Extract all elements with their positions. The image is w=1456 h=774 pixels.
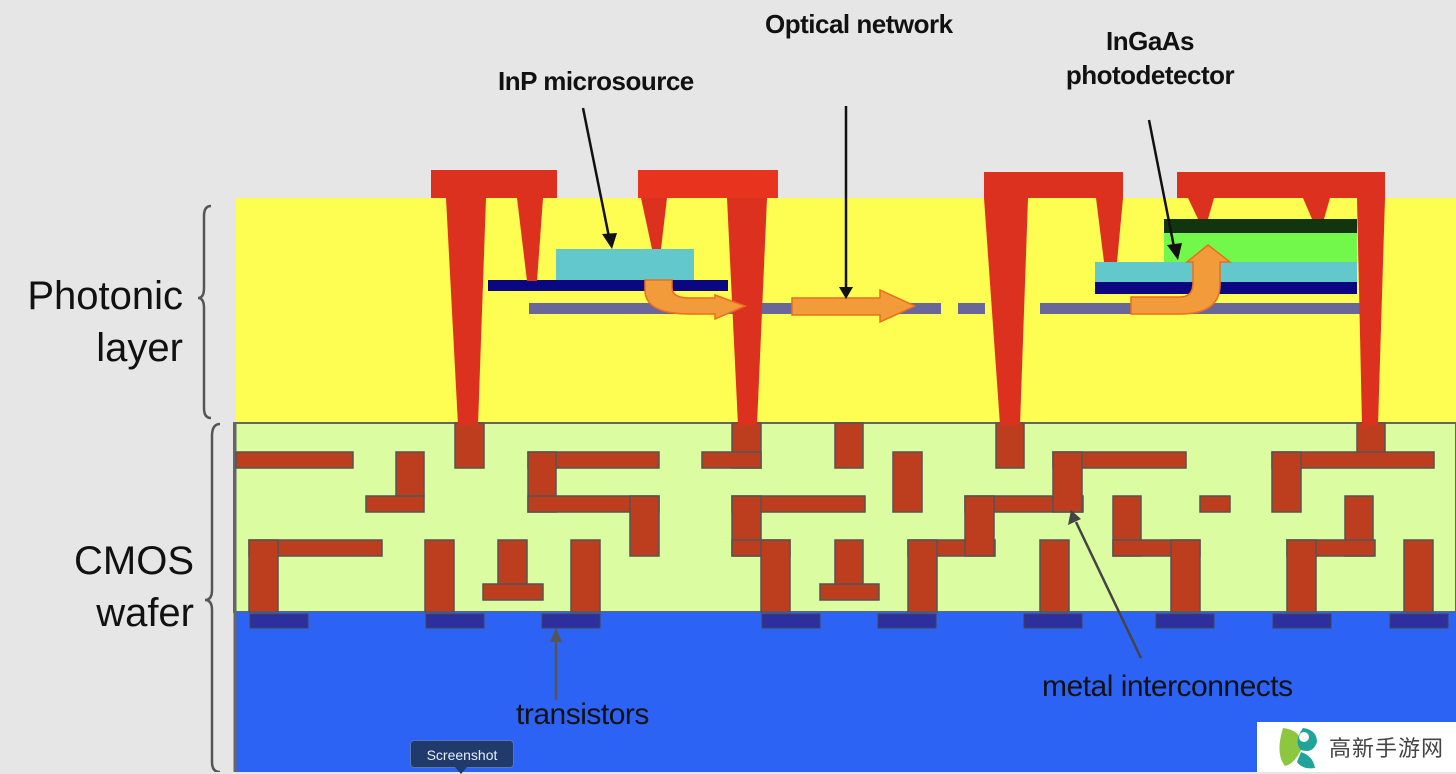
via-group [431,170,1385,425]
transistor-pointer-head [550,628,562,642]
via-short-taper [1303,198,1330,219]
interconnect-segment [964,495,995,557]
interconnect-segment [497,539,528,591]
propagation-arrow [791,288,917,324]
interconnect-segment [365,495,425,513]
via-short-taper [641,198,667,249]
inp-pointer-head [602,233,617,249]
interconnect-segment [482,583,544,601]
via-long-taper [446,198,486,425]
interconnect-segment [248,539,279,613]
interconnect-segment [907,539,938,613]
leaf-logo-icon [1279,728,1317,769]
photonic-label-line2: layer [96,326,183,370]
metal-interconnect-group [235,422,1435,613]
interconnect-segment [1199,495,1231,513]
interconnect-segment [1286,539,1317,613]
optical-network-label: Optical network [765,9,953,39]
photodetector-coupler [1095,262,1357,282]
photodetector-top-electrode [1164,219,1357,233]
interconnect-segment [570,539,601,613]
ingaas-pointer-line [1147,119,1176,248]
interconnect-segment [1403,539,1434,613]
ingaas-label-line2: photodetector [1065,60,1235,90]
cmos-wafer-label: CMOS wafer [0,535,194,639]
ingaas-label-line1: InGaAs [1105,26,1195,56]
cmos-label-line2: wafer [96,591,194,635]
inp-pointer-line [581,107,611,238]
absorption-arrow [1130,244,1233,315]
cmos-label-line1: CMOS [74,539,194,583]
interconnect-segment [892,451,923,513]
via-top-pad [431,170,557,198]
transistor-gate [761,613,821,629]
transistor-gate [541,613,601,629]
transistors-label: transistors [516,698,649,731]
transistor-gate [1155,613,1215,629]
interconnect-segment [701,451,762,469]
interconnect-pointer-head [1068,510,1081,525]
inp-microsource [488,249,728,291]
interconnect-segment [235,451,354,469]
screenshot-tooltip: Screenshot [410,740,514,774]
interconnect-segment [424,539,455,613]
watermark-text: 高新手游网 [1329,736,1445,761]
metal-interconnects-label: metal interconnects [1042,670,1293,703]
annotation-pointers [550,106,1182,700]
via-short-taper [1188,198,1214,219]
via-long-taper [727,198,767,425]
photodetector-bottom-contact [1095,282,1357,294]
waveguide-segment [958,303,985,314]
via-top-pad [984,172,1123,198]
microsource-bottom-contact [488,280,728,291]
transistor-gate [877,613,937,629]
ingaas-label: InGaAs photodetector [1052,24,1248,92]
interconnect-segment [834,539,864,591]
interconnect-segment [1039,539,1070,613]
inp-microsource-label: InP microsource [498,66,694,96]
transistor-gate [1272,613,1332,629]
photonic-label-line1: Photonic [27,274,183,318]
cmos-brace [204,422,221,772]
transistor-gate [1023,613,1083,629]
interconnect-segment [760,539,791,613]
interconnect-segment [1271,451,1302,513]
interconnect-segment [834,422,864,469]
interconnect-segment [1052,451,1083,513]
transistor-group [249,613,1449,629]
interconnect-segment [395,451,425,497]
via-short-taper [1096,198,1123,262]
via-long-taper [1357,198,1385,425]
microsource-body [556,249,694,280]
transistor-gate [425,613,485,629]
photonic-brace [197,204,212,420]
optical-pointer-head [839,287,853,299]
transistor-gate [1389,613,1449,629]
interconnect-segment [454,422,485,469]
transistor-gate [249,613,309,629]
interconnect-segment [1170,539,1201,613]
interconnect-segment [629,495,660,557]
interconnect-pointer-line [1074,521,1143,659]
via-top-pad [1177,172,1385,198]
interconnect-segment [819,583,880,601]
ingaas-pointer-head [1167,243,1182,260]
watermark-badge: 高新手游网 [1257,722,1456,772]
interconnect-segment [995,422,1025,469]
emission-arrow [644,279,748,321]
ingaas-photodetector [1095,219,1357,294]
via-long-taper [984,198,1028,425]
photonic-layer-label: Photonic layer [0,270,183,374]
via-short-taper [517,198,543,281]
light-path-arrows [644,244,1233,324]
interconnect-segment [1356,422,1386,454]
via-top-pad [638,170,778,198]
